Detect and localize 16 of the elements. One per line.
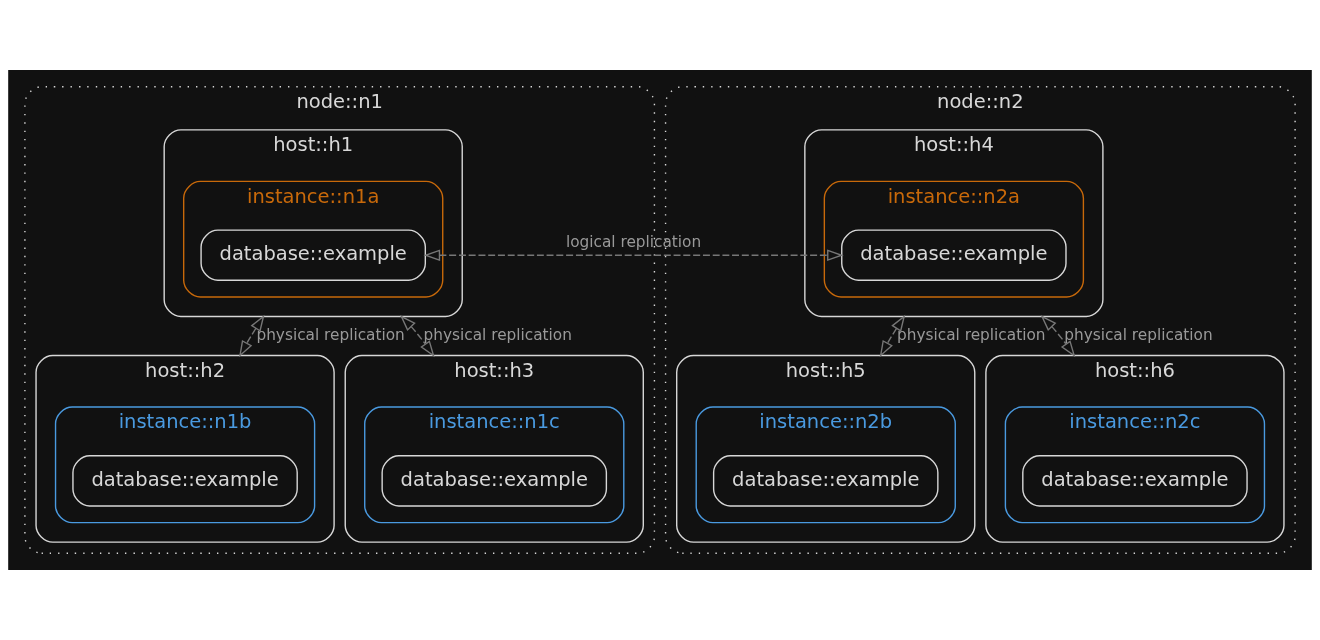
- edge-label: physical replication: [256, 325, 405, 344]
- arrow: [423, 249, 844, 262]
- arrow: [238, 314, 265, 358]
- edge-label: physical replication: [423, 325, 572, 344]
- node-box: database::example: [841, 229, 1067, 281]
- arrow: [1040, 315, 1076, 358]
- arrow: [399, 315, 435, 358]
- node-box: database::example: [381, 455, 608, 507]
- arrow: [879, 314, 906, 358]
- node-box: database::example: [1022, 455, 1248, 507]
- node-box: database::example: [72, 455, 298, 507]
- edge-label: logical replication: [565, 232, 702, 251]
- edge-label: physical replication: [897, 325, 1046, 344]
- node-box: database::example: [712, 455, 939, 507]
- node-box: database::example: [200, 229, 426, 281]
- edge-label: physical replication: [1064, 325, 1213, 344]
